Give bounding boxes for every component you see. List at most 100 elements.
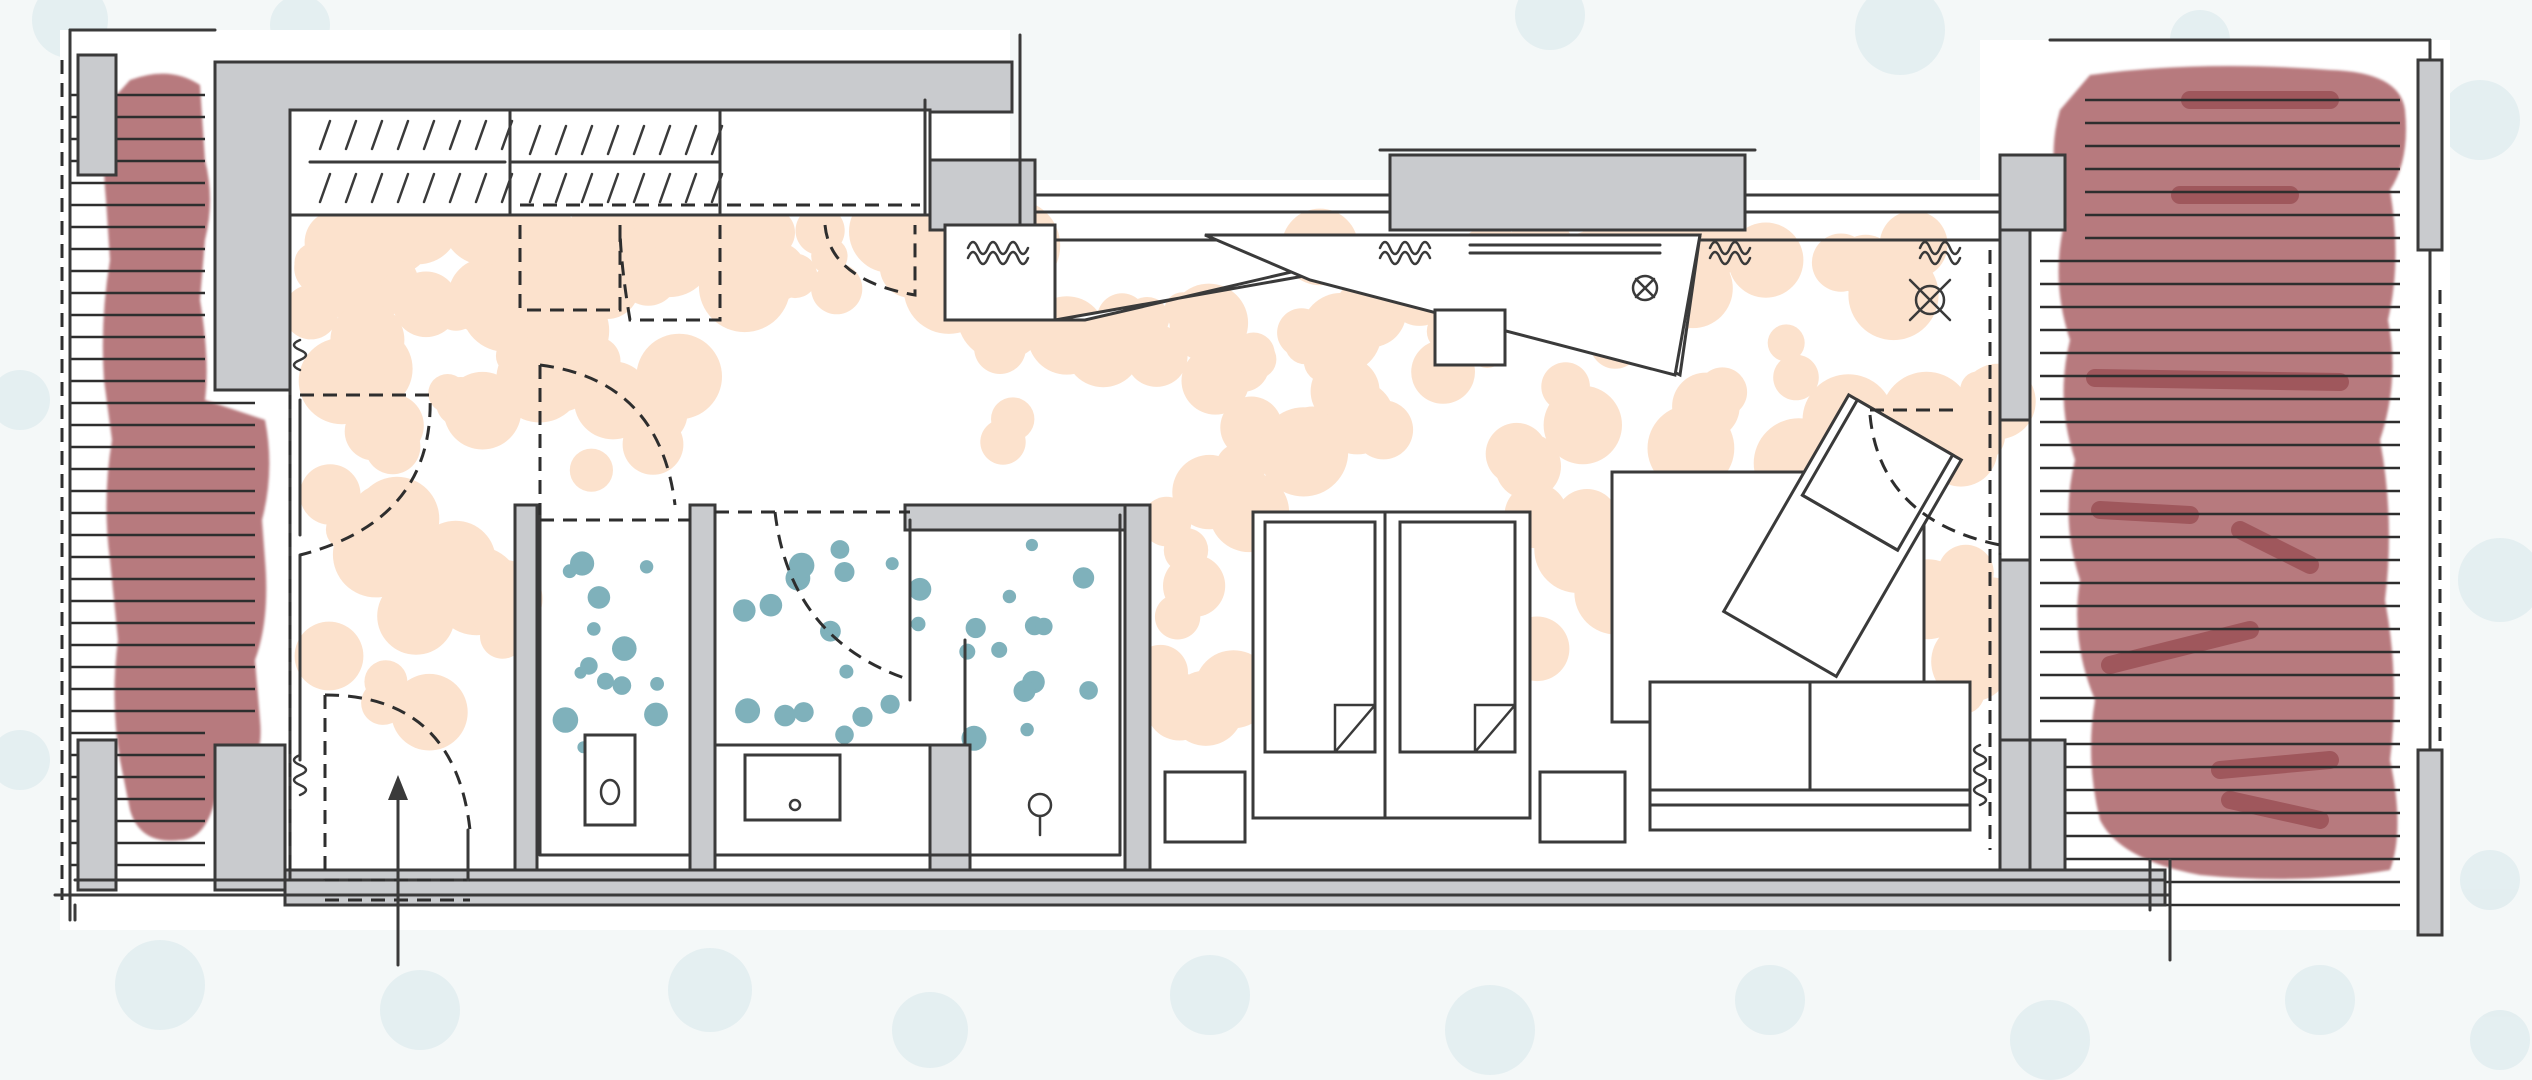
floor-dot [636,333,722,420]
floor-dot [1553,498,1625,571]
water-dot [1079,681,1098,700]
water-dot [1035,617,1053,636]
hanger [658,172,672,204]
floor-dot [1543,385,1623,465]
terrace-left [102,73,270,841]
water-dot [965,617,986,639]
floor-dot [698,240,791,333]
floor-dot [1848,249,1939,341]
floor-dot [1773,354,1819,401]
water-dot [885,557,899,571]
desk [943,223,1702,378]
water-dot [570,551,595,576]
water-dot [839,664,854,679]
hanger [318,119,332,151]
floor-dot [431,282,481,331]
floor-dot [460,262,551,352]
water-dot [835,725,854,745]
water-dot [880,694,900,714]
radiator-icon [1918,240,1962,266]
floor-dot [332,511,419,598]
bathroom [713,510,1122,857]
water-dot [1025,538,1038,552]
hanger [370,172,384,204]
washbasin [743,753,842,822]
water-dot [852,706,873,727]
hanger [396,172,410,204]
wardrobe-hangers [318,119,724,204]
hanger [632,172,646,204]
water-dot [639,560,654,574]
water-dot [1020,722,1034,737]
hanger [658,124,672,156]
hanger [370,119,384,151]
water-dot [650,677,664,691]
water-dot [834,562,855,582]
water-dot [1013,680,1036,702]
hanger [344,172,358,204]
water-dot [991,641,1008,658]
water-dot [908,577,932,601]
hanger [528,172,542,204]
hanger [500,119,514,151]
water-dot [774,704,796,727]
seating-area [1610,392,2002,832]
hanger [500,172,514,204]
hanger [606,124,620,156]
toilet-room [538,363,692,857]
hanger [554,124,568,156]
hanger [474,172,488,204]
lounge-chair [1721,392,1964,679]
water-dot [959,643,976,660]
floor-dot [1181,346,1250,415]
water-dot [793,702,814,723]
hanger [422,172,436,204]
water-dot [587,586,611,609]
water-dot [597,672,614,690]
water-dot [587,622,601,636]
floor-dot [991,397,1035,441]
bathroom-water-dots [552,538,1098,754]
floor-dot [1485,422,1548,485]
floor-dot [1125,324,1188,387]
hanger [710,172,724,204]
floor-dot [298,337,386,425]
floor-dot [533,232,595,294]
entrance-arrow-icon [388,775,408,967]
hanger [396,119,410,151]
hanger [632,124,646,156]
ceiling-light-icon [1908,278,1952,322]
hanger [448,119,462,151]
radiator-icon [1378,240,1432,266]
floor-dot [443,371,522,450]
hanger [684,172,698,204]
hanger [528,124,542,156]
hanger [606,172,620,204]
wardrobe [288,98,932,322]
floor-dot [1300,292,1382,374]
floor-dot [1286,436,1337,487]
terrace-right-boards [2040,98,2400,907]
floor-dot [1169,283,1249,363]
hall-door [299,393,432,557]
water-dot [612,636,637,661]
hanger [448,172,462,204]
single-bed [1383,510,1532,820]
floor-dot [1154,594,1201,640]
floor-dot [495,337,534,375]
hanger [318,172,332,204]
floor-dot [377,577,455,655]
hanger [422,119,436,151]
radiator-icon [1708,240,1752,266]
terrace-railings [60,28,2444,937]
water-dot [580,657,598,675]
floor-dot [283,284,339,340]
floor-dot [811,237,848,275]
floor-dot [571,336,621,386]
water-dot [612,676,632,695]
floor-dot [1141,496,1192,547]
water-dot [644,702,668,727]
hanger [580,124,594,156]
